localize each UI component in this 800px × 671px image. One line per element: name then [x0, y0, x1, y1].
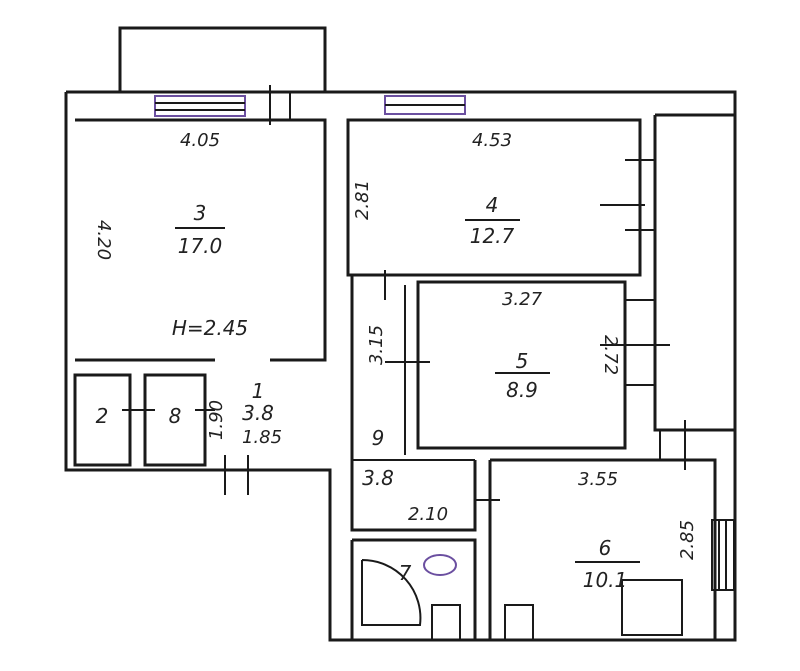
room-7-walls [350, 538, 477, 640]
sink-icon [431, 604, 461, 641]
shower-icon [361, 558, 422, 626]
room-7-number: 7 [399, 561, 412, 585]
room-1-width: 1.85 [242, 427, 282, 448]
outer-wall [64, 90, 737, 642]
kitchen-sink-icon [504, 604, 534, 641]
room-3-walls [75, 118, 327, 362]
room-4-area: 12.7 [470, 224, 515, 248]
room-4-width: 4.53 [472, 130, 512, 151]
room-4-walls [346, 118, 642, 277]
window-room-6 [711, 519, 735, 591]
room-1-area: 3.8 [242, 401, 274, 425]
room-6-width: 3.55 [578, 469, 618, 490]
room-3-length: 4.20 [93, 220, 114, 260]
room-5-length: 2.72 [600, 335, 621, 375]
room-2-number: 2 [96, 404, 109, 428]
room-4-number: 4 [486, 193, 499, 217]
window-room-3 [154, 85, 291, 125]
room-9-area: 3.8 [362, 466, 394, 490]
room-3-area: 17.0 [178, 234, 223, 258]
balcony [118, 26, 327, 92]
room-5-area: 8.9 [506, 378, 538, 402]
ceiling-height: H=2.45 [172, 316, 248, 340]
room-4-length: 2.81 [352, 180, 373, 220]
room-9-number: 9 [372, 426, 385, 450]
room-5-number: 5 [516, 349, 529, 373]
room-9-width: 2.10 [408, 504, 448, 525]
room-5-width: 3.27 [502, 289, 543, 310]
stove-icon [621, 579, 683, 636]
toilet-icon [423, 554, 457, 576]
room-6-walls [488, 458, 717, 640]
room-8-number: 8 [169, 404, 182, 428]
room-5-walls [416, 280, 627, 450]
room-3-width: 4.05 [180, 130, 220, 151]
room-6-length: 2.85 [677, 520, 698, 560]
right-wall-strip [653, 113, 735, 432]
room-2-walls [73, 373, 132, 467]
room-6-area: 10.1 [583, 568, 628, 592]
room-8-walls [143, 373, 207, 467]
room-1-length: 1.90 [206, 400, 227, 440]
room-9-length: 3.15 [366, 325, 387, 365]
window-room-4 [384, 95, 466, 115]
room-6-number: 6 [599, 536, 612, 560]
room-9-walls [350, 275, 477, 532]
room-3-number: 3 [194, 201, 207, 225]
room-1-number: 1 [252, 379, 265, 403]
